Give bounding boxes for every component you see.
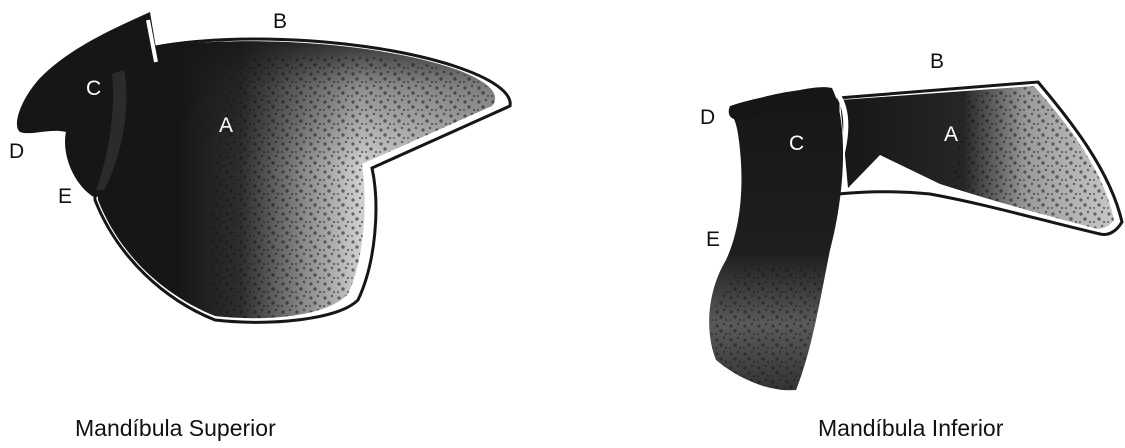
lower-label-b: B bbox=[930, 50, 944, 73]
upper-label-b: B bbox=[273, 10, 287, 33]
lower-label-a: A bbox=[944, 123, 958, 146]
caption-lower-mandible: Mandíbula Inferior bbox=[818, 415, 1003, 442]
upper-mandible-top-shade bbox=[98, 41, 495, 294]
lower-label-d: D bbox=[700, 106, 715, 129]
lower-label-e: E bbox=[706, 228, 720, 251]
upper-mandible bbox=[17, 12, 510, 322]
lower-label-c: C bbox=[789, 132, 804, 155]
lower-mandible bbox=[709, 82, 1122, 390]
upper-label-e: E bbox=[58, 185, 72, 208]
upper-label-a: A bbox=[219, 114, 233, 137]
caption-upper-mandible: Mandíbula Superior bbox=[75, 415, 276, 442]
upper-label-d: D bbox=[9, 140, 24, 163]
upper-label-c: C bbox=[86, 77, 101, 100]
